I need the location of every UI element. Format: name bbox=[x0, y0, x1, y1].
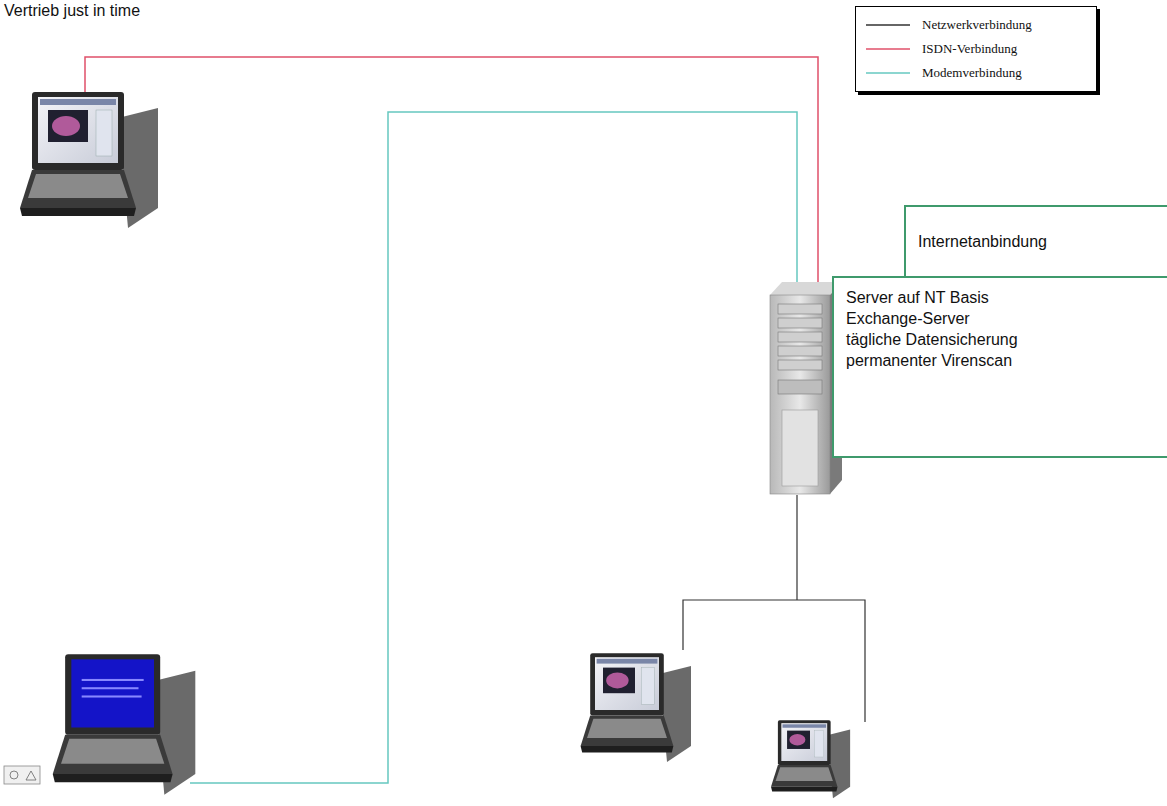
modem-line bbox=[190, 112, 797, 783]
corner-icon bbox=[4, 766, 40, 784]
legend-text: ISDN-Verbindung bbox=[922, 41, 1017, 57]
legend-row: ISDN-Verbindung bbox=[866, 37, 1088, 61]
page-title: Vertrieb just in time bbox=[4, 2, 140, 20]
legend-sample bbox=[866, 68, 910, 78]
legend-row: Modemverbindung bbox=[866, 61, 1088, 85]
node-text: tägliche Datensicherung bbox=[846, 329, 1155, 350]
node-text: permanenter Virenscan bbox=[846, 350, 1155, 371]
legend-sample bbox=[866, 44, 910, 54]
laptop-icon bbox=[20, 92, 158, 228]
legend-text: Modemverbindung bbox=[922, 65, 1022, 81]
legend-row: Netzwerkverbindung bbox=[866, 13, 1088, 37]
laptop-icon bbox=[53, 654, 196, 795]
server-info-box: Server auf NT BasisExchange-Servertäglic… bbox=[832, 276, 1167, 458]
internet-box: Internetanbindung bbox=[904, 205, 1167, 278]
legend-line bbox=[866, 72, 910, 74]
laptop-icon bbox=[581, 653, 691, 762]
legend-sample bbox=[866, 20, 910, 30]
node-text: Exchange-Server bbox=[846, 308, 1155, 329]
legend-box: NetzwerkverbindungISDN-VerbindungModemve… bbox=[855, 6, 1097, 92]
node-text: Server auf NT Basis bbox=[846, 287, 1155, 308]
legend-text: Netzwerkverbindung bbox=[922, 17, 1032, 33]
legend-line bbox=[866, 48, 910, 50]
network-line bbox=[683, 600, 865, 722]
network-line bbox=[796, 495, 797, 600]
isdn-line bbox=[85, 57, 818, 282]
legend-line bbox=[866, 24, 910, 26]
node-text: Internetanbindung bbox=[918, 231, 1155, 252]
laptop-icon bbox=[771, 720, 850, 798]
